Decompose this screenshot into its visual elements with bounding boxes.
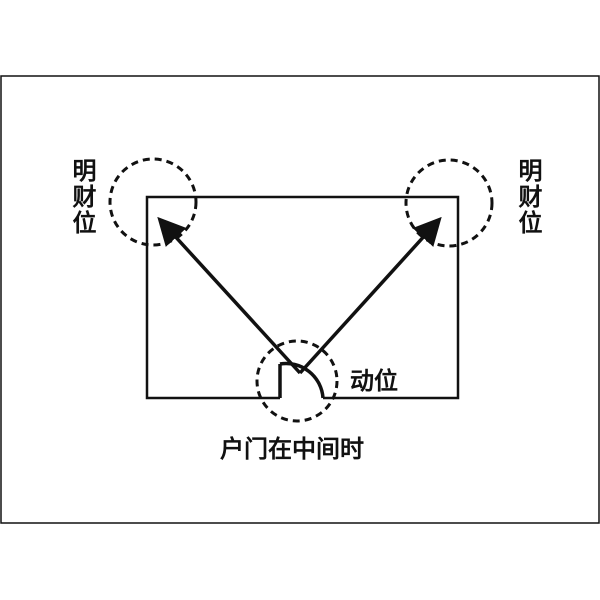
arrow-to-right-corner: [298, 216, 442, 375]
door-dashed-circle: [255, 339, 339, 423]
right-wealth-position-label: 明财位: [514, 158, 542, 236]
diagram-caption: 户门在中间时: [220, 435, 364, 463]
arrow-to-left-corner: [157, 216, 302, 375]
left-wealth-position-label: 明财位: [68, 158, 96, 236]
left-corner-dashed-circle: [108, 157, 198, 247]
caption-text: 户门在中间时: [220, 435, 364, 463]
right-corner-dashed-circle: [404, 158, 494, 248]
door-position-label: 动位: [350, 367, 398, 395]
outer-frame: [0, 75, 600, 524]
door-swing-arc: [279, 361, 325, 399]
